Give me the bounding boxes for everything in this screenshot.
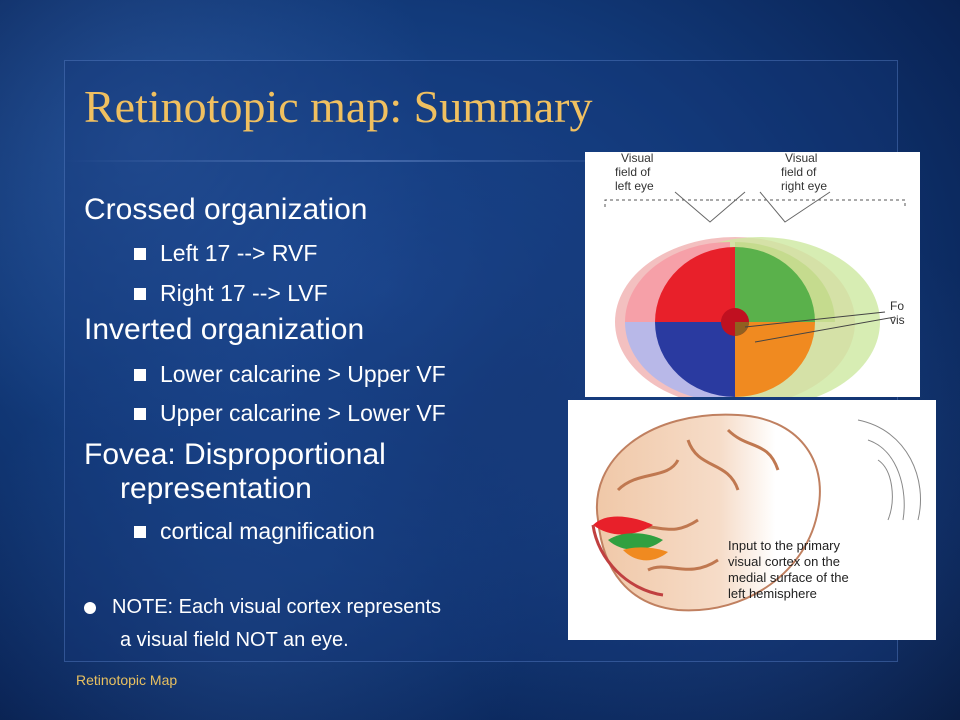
round-bullet-icon [84,601,96,614]
fovea-pointer-line-2 [744,311,886,328]
right-upper-pale [735,242,835,322]
fig-label-fovea-1: Fo [890,299,904,313]
bullet-right17-text: Right 17 --> LVF [160,280,328,306]
fig-label-right-3: right eye [781,179,827,193]
caption-line2: visual cortex on the [728,554,840,569]
heading-fovea-line1: Fovea: Disproportional [84,438,386,471]
title-divider [64,160,664,162]
brace-left [674,191,746,223]
brain-contour-lines [857,419,921,521]
field-red-quadrant [655,247,735,322]
cortex-green-region [608,533,663,550]
square-bullet-icon [134,407,146,420]
note-line1: NOTE: Each visual cortex represents [112,596,442,618]
bullet-cortical-magnification: cortical magnification [134,518,375,545]
cortex-orange-region [623,547,668,561]
square-bullet-icon [134,368,146,381]
bullet-left17: Left 17 --> RVF [134,240,317,267]
bullet-upper-calcarine: Upper calcarine > Lower VF [134,400,446,427]
bullet-lower-calcarine: Lower calcarine > Upper VF [134,361,446,388]
fovea-quadrant [735,322,749,336]
heading-inverted-organization: Inverted organization [84,313,365,346]
heading-fovea-line2: representation [120,472,312,505]
fig-label-fovea-2: vis [890,313,905,327]
bullet-lower-calcarine-text: Lower calcarine > Upper VF [160,361,446,387]
heading-crossed-organization: Crossed organization [84,193,368,226]
fovea-pointer-line-1 [754,316,896,343]
brace-right [759,191,831,223]
field-orange-quadrant [735,322,815,397]
note-line2: a visual field NOT an eye. [120,629,349,651]
field-green-quadrant [735,247,815,322]
visual-field-figure: Visual field of left eye Visual field of… [585,151,920,407]
brain-medial-figure: Input to the primary visual cortex on th… [568,400,936,640]
slide-footer: Retinotopic Map [76,672,178,688]
heading-fovea: Fovea: Disproportional representation [84,438,386,506]
fig-label-left-1: Visual [621,152,653,165]
brain-outline [595,413,821,612]
calcarine-edge [591,524,664,597]
bullet-cortical-magnification-text: cortical magnification [160,518,375,544]
square-bullet-icon [134,287,146,300]
brain-gyri [616,428,780,572]
bullet-upper-calcarine-text: Upper calcarine > Lower VF [160,400,446,426]
fig-label-left-2: field of [615,165,651,179]
fig-label-right-1: Visual [785,152,817,165]
bracket-left [604,199,710,207]
caption-line4: left hemisphere [728,586,817,601]
square-bullet-icon [134,247,146,260]
caption-line1: Input to the primary [728,538,840,553]
note: NOTE: Each visual cortex represents a vi… [84,591,441,657]
fig-label-left-3: left eye [615,179,654,193]
bracket-right [710,199,906,207]
slide-title: Retinotopic map: Summary [84,81,593,132]
field-blue-quadrant [655,322,735,397]
fig-label-right-2: field of [781,165,817,179]
caption-line3: medial surface of the [728,570,849,585]
bullet-right17: Right 17 --> LVF [134,280,328,307]
bullet-left17-text: Left 17 --> RVF [160,240,318,266]
square-bullet-icon [134,525,146,538]
cortex-red-region [593,516,653,535]
